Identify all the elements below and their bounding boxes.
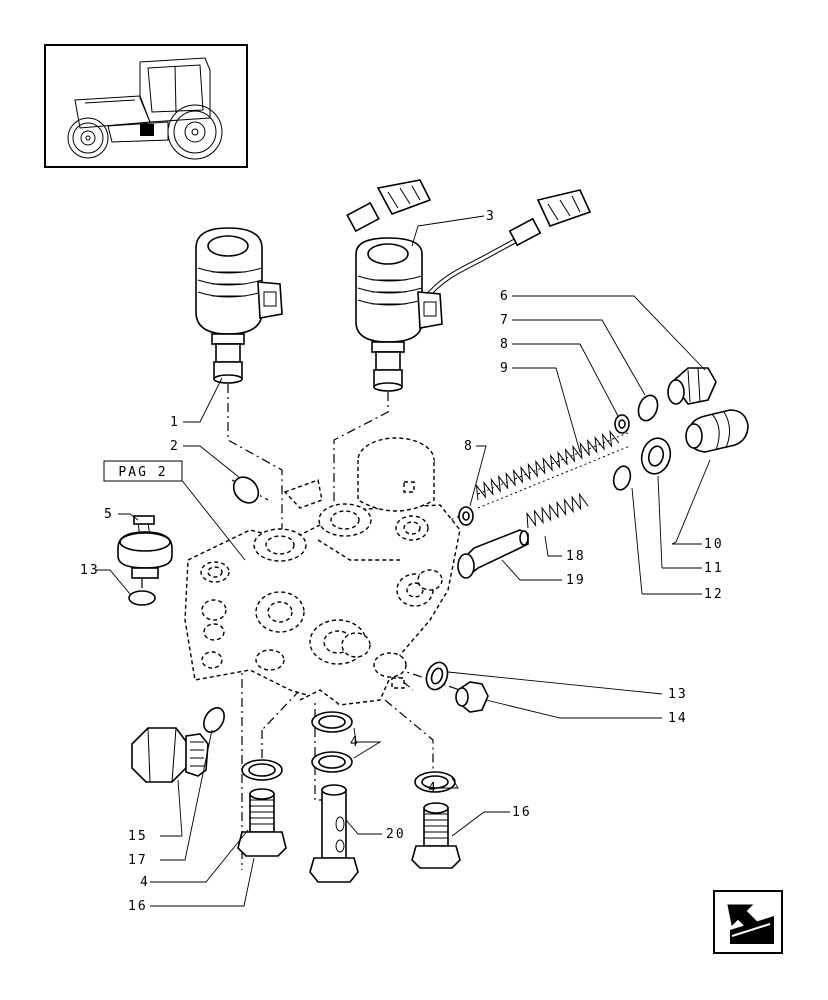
callout-16-right: 16 — [512, 805, 532, 820]
washer-13-right — [425, 661, 449, 691]
callout-13-right: 13 — [668, 687, 688, 702]
washer-4-center — [311, 751, 353, 773]
washer-8-top — [614, 414, 630, 434]
callout-10: 10 — [704, 537, 724, 552]
o-ring-2 — [232, 476, 260, 504]
o-ring-7 — [637, 394, 659, 422]
callout-2: 2 — [170, 439, 180, 454]
callout-3: 3 — [486, 209, 496, 224]
callout-9: 9 — [500, 361, 510, 376]
callout-labels: 1 2 3 4 4 4 5 6 7 8 8 9 10 11 12 13 13 1… — [80, 209, 724, 914]
o-ring-17 — [203, 707, 225, 733]
page-reference-label: PAG 2 — [118, 465, 167, 480]
callout-18: 18 — [566, 549, 586, 564]
callout-4-left: 4 — [140, 875, 150, 890]
solenoid-coil-left — [195, 179, 432, 384]
o-ring-12 — [612, 465, 632, 491]
callout-6: 6 — [500, 289, 510, 304]
solenoid-coil-right — [355, 189, 592, 392]
callout-1: 1 — [170, 415, 180, 430]
washer-4-right — [414, 771, 456, 793]
banjo-bolt-20 — [309, 784, 359, 883]
banjo-plug-16-right — [411, 802, 461, 869]
callout-17: 17 — [128, 853, 148, 868]
washer-4-left — [241, 759, 283, 781]
callout-19: 19 — [566, 573, 586, 588]
callout-8-lower: 8 — [464, 439, 474, 454]
callout-5: 5 — [104, 507, 114, 522]
callout-11: 11 — [704, 561, 724, 576]
sealing-washer-11 — [640, 437, 672, 475]
valve-body-housing — [184, 437, 461, 706]
hex-plug-15 — [131, 727, 209, 783]
pressure-switch-5 — [117, 515, 173, 579]
spring-9 — [475, 429, 631, 509]
callout-7: 7 — [500, 313, 510, 328]
callout-4-right: 4 — [428, 781, 438, 796]
callout-12: 12 — [704, 587, 724, 602]
callout-14: 14 — [668, 711, 688, 726]
spring-18 — [526, 492, 589, 529]
plug-6 — [667, 367, 717, 405]
washer-4-center-top — [311, 711, 353, 733]
callout-4-center: 4 — [350, 735, 360, 750]
o-ring-13-left — [128, 590, 156, 606]
callout-16-left: 16 — [128, 899, 148, 914]
callout-13-left: 13 — [80, 563, 100, 578]
callout-8-top: 8 — [500, 337, 510, 352]
tractor-thumbnail-icon[interactable] — [44, 44, 248, 168]
banjo-plug-16-left — [237, 788, 287, 857]
washer-8-lower — [458, 506, 474, 526]
plug-14 — [455, 681, 489, 713]
previous-page-arrow-icon[interactable] — [713, 890, 783, 954]
plug-10 — [685, 409, 749, 453]
callout-15: 15 — [128, 829, 148, 844]
valve-spool-19 — [457, 529, 529, 579]
page-reference-box[interactable]: PAG 2 — [103, 460, 183, 482]
callout-20: 20 — [386, 827, 406, 842]
